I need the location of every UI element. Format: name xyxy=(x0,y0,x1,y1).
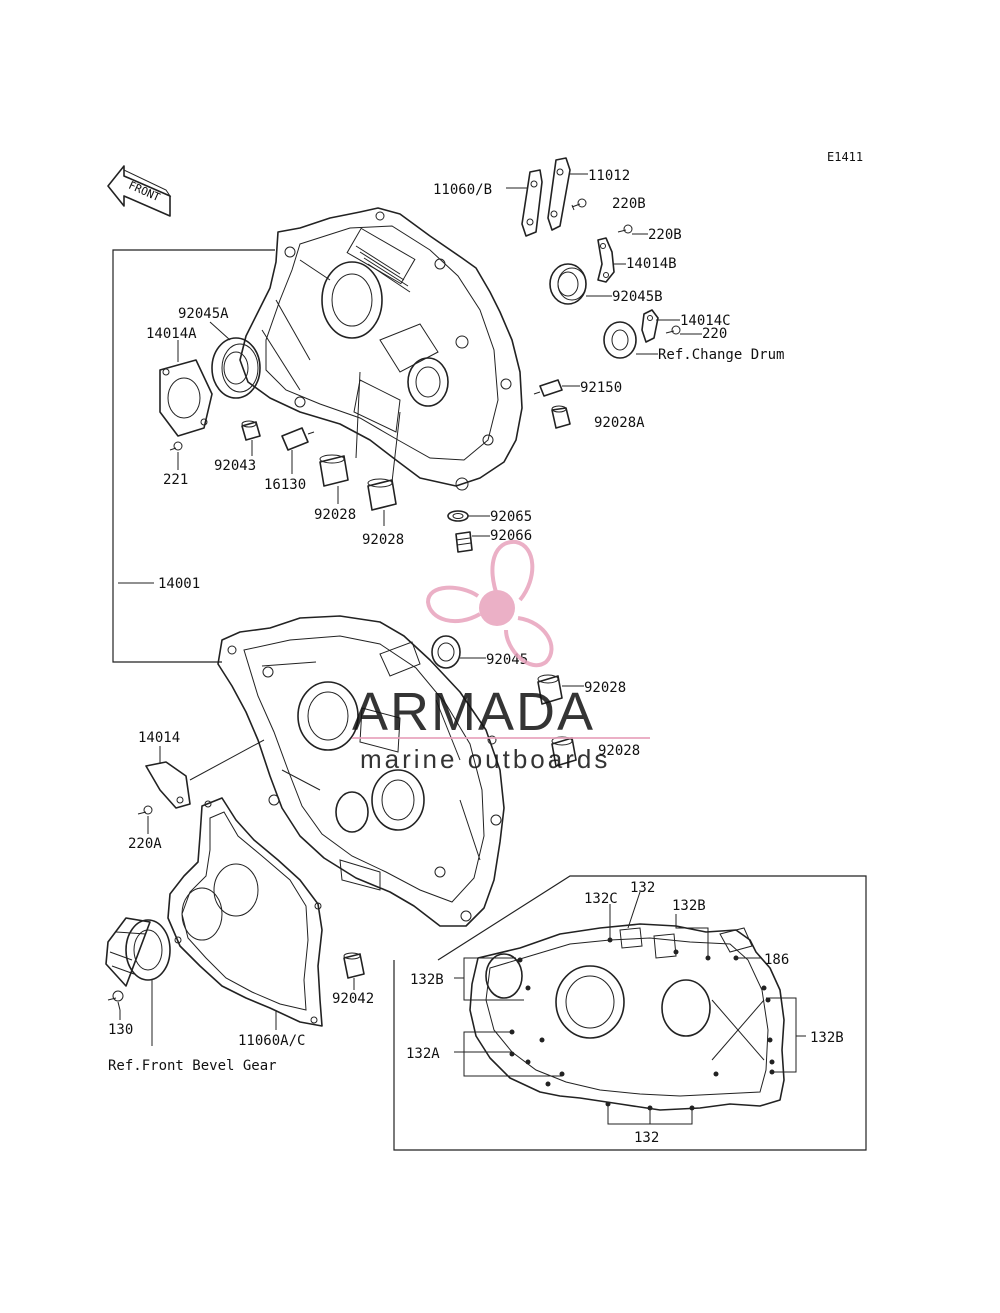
label-92045b: 92045B xyxy=(612,289,663,305)
bolt-130-icon xyxy=(107,990,124,1011)
label-92028-4: 92028 xyxy=(598,743,640,759)
bevel-gear-housing-icon xyxy=(105,917,171,987)
label-14014: 14014 xyxy=(138,730,180,746)
label-221: 221 xyxy=(163,472,188,488)
dowel-92028-icon xyxy=(537,674,563,705)
bolt-location-inset xyxy=(393,875,867,1151)
dowel-92043-icon xyxy=(241,420,261,441)
bolt-220a-icon xyxy=(137,805,153,815)
label-11012: 11012 xyxy=(588,168,630,184)
label-92028-2: 92028 xyxy=(362,532,404,548)
label-132b-top: 132B xyxy=(672,898,706,914)
bolt-220b-icon xyxy=(571,198,587,211)
label-220a: 220A xyxy=(128,836,162,852)
label-92028-1: 92028 xyxy=(314,507,356,523)
label-14014c: 14014C xyxy=(680,313,731,329)
part-14014c-plate xyxy=(641,309,659,343)
pin-92150-icon xyxy=(533,379,563,397)
part-14014a-cover xyxy=(159,359,213,437)
part-14014-plate xyxy=(145,761,191,809)
label-92043: 92043 xyxy=(214,458,256,474)
label-132a: 132A xyxy=(406,1046,440,1062)
label-11060b: 11060/B xyxy=(433,182,492,198)
label-92150: 92150 xyxy=(580,380,622,396)
gasket-11060ac xyxy=(167,797,323,1027)
label-132b-right: 132B xyxy=(810,1030,844,1046)
lower-crankcase xyxy=(217,615,505,927)
label-132-top: 132 xyxy=(630,880,655,896)
part-92066-icon xyxy=(455,531,473,553)
crankcase-group-bracket xyxy=(112,249,275,663)
dowel-92042-icon xyxy=(343,952,365,979)
bearing-92045b-icon xyxy=(549,263,587,305)
bolt-220-icon xyxy=(665,325,681,335)
bearing-92045-icon xyxy=(431,635,461,669)
front-label: FRONT xyxy=(127,179,163,204)
label-132b-left: 132B xyxy=(410,972,444,988)
watermark-tagline: marine outboards xyxy=(360,744,610,774)
bolt-221-icon xyxy=(169,441,183,451)
front-arrow-icon: FRONT xyxy=(107,165,172,217)
label-14014a: 14014A xyxy=(146,326,197,342)
propeller-logo-icon xyxy=(425,539,554,668)
label-11060ac: 11060A/C xyxy=(238,1033,305,1049)
label-220b-2: 220B xyxy=(648,227,682,243)
label-92042: 92042 xyxy=(332,991,374,1007)
part-11060b-gasket xyxy=(521,169,543,237)
sensor-16130-icon xyxy=(281,427,315,451)
label-92045a: 92045A xyxy=(178,306,229,322)
label-220: 220 xyxy=(702,326,727,342)
dowel-92028-icon xyxy=(319,454,349,487)
label-ref-front-bevel-gear: Ref.Front Bevel Gear xyxy=(108,1058,277,1074)
label-14014b: 14014B xyxy=(626,256,677,272)
part-11012-gasket xyxy=(547,157,571,231)
dowel-92028-icon xyxy=(367,478,397,511)
label-130: 130 xyxy=(108,1022,133,1038)
label-16130: 16130 xyxy=(264,477,306,493)
label-ref-change-drum: Ref.Change Drum xyxy=(658,347,784,363)
bolt-220b-icon xyxy=(617,224,633,234)
armada-watermark: ARMADA marine outboards xyxy=(352,539,650,774)
part-92065-icon xyxy=(447,510,469,522)
part-14014b-plate xyxy=(597,237,615,283)
label-92028a: 92028A xyxy=(594,415,645,431)
label-92065: 92065 xyxy=(490,509,532,525)
bearing-92045a-icon xyxy=(211,337,261,399)
label-132c: 132C xyxy=(584,891,618,907)
label-220b-1: 220B xyxy=(612,196,646,212)
watermark-brand: ARMADA xyxy=(352,682,595,742)
bearing-change-drum-icon xyxy=(603,321,637,359)
label-186: 186 xyxy=(764,952,789,968)
bolt-holes xyxy=(509,937,775,1111)
label-132-bottom: 132 xyxy=(634,1130,659,1146)
label-92028-3: 92028 xyxy=(584,680,626,696)
upper-crankcase xyxy=(239,207,523,491)
diagram-id: E1411 xyxy=(827,150,863,164)
label-14001: 14001 xyxy=(158,576,200,592)
label-92066: 92066 xyxy=(490,528,532,544)
dowel-92028a-icon xyxy=(551,405,571,429)
